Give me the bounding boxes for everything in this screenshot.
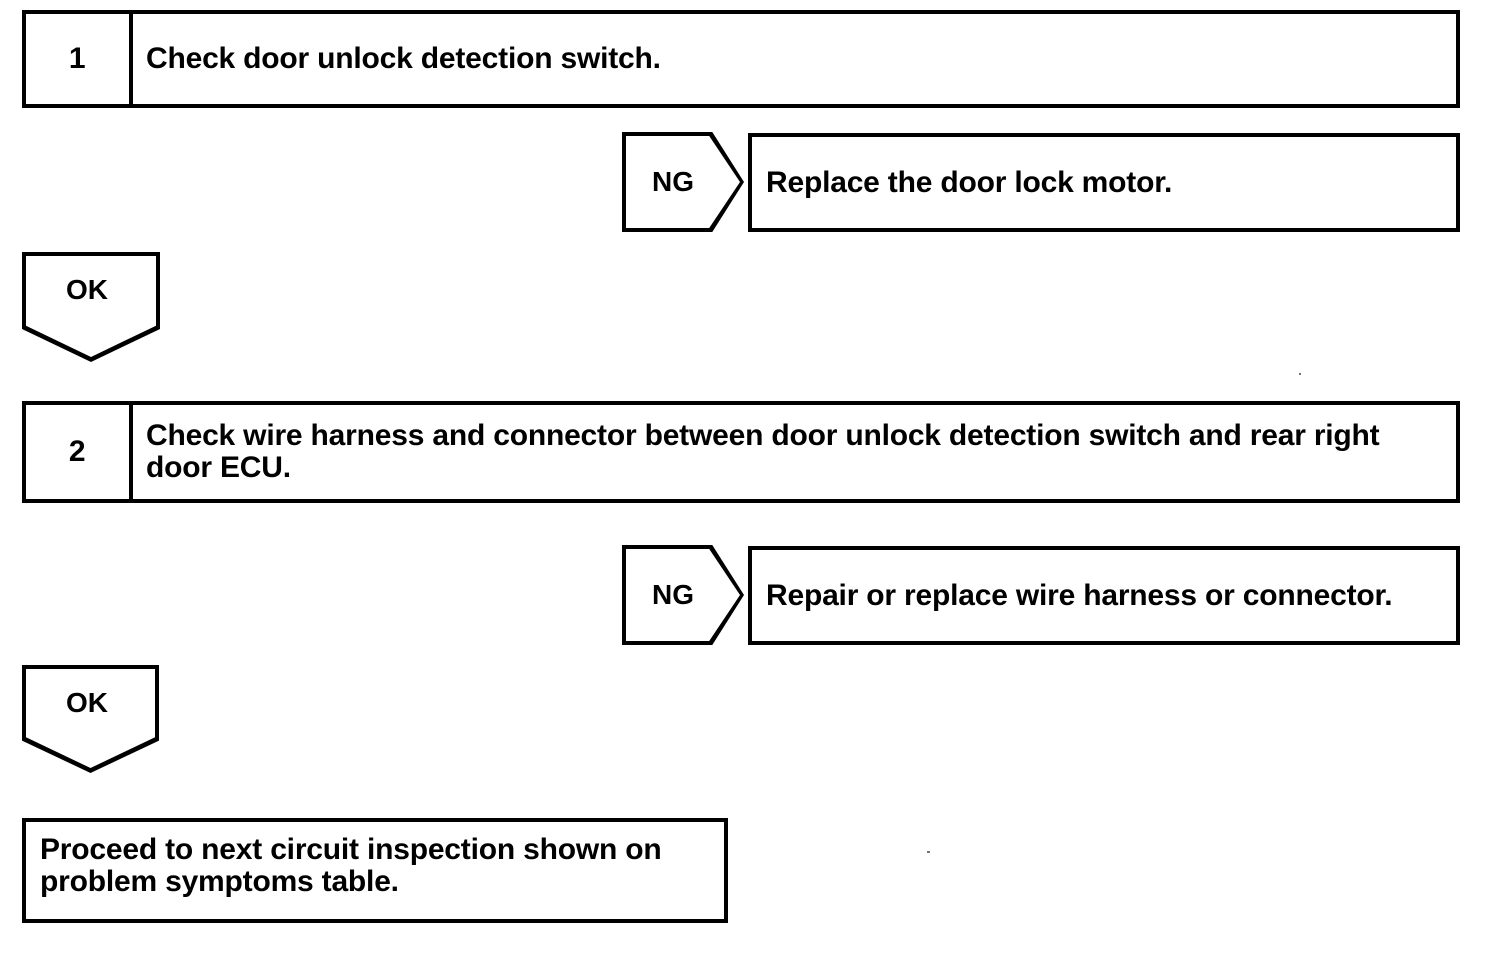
step-number-1: 1 bbox=[26, 14, 133, 104]
step-text-1: Check door unlock detection switch. bbox=[146, 42, 661, 76]
scan-speck bbox=[1299, 373, 1301, 375]
ok-arrow-2-inner: OK bbox=[26, 669, 155, 768]
ok-arrow-2: OK bbox=[22, 665, 159, 773]
step-text-2: Check wire harness and connector between… bbox=[146, 419, 1380, 484]
step-box-2: 2 Check wire harness and connector betwe… bbox=[22, 401, 1460, 503]
ok-arrow-1: OK bbox=[22, 252, 160, 362]
ng-arrow-2: NG bbox=[622, 545, 744, 645]
scan-speck bbox=[927, 851, 930, 853]
ng-arrow-2-inner: NG bbox=[626, 549, 740, 641]
ok-arrow-1-label: OK bbox=[66, 274, 108, 305]
ok-arrow-2-label: OK bbox=[66, 687, 108, 718]
ng-arrow-1: NG bbox=[622, 132, 744, 232]
ng-arrow-1-inner: NG bbox=[626, 136, 740, 228]
ng-arrow-2-label: NG bbox=[652, 579, 694, 610]
ng-result-box-2: Repair or replace wire harness or connec… bbox=[748, 546, 1460, 645]
final-result-box: Proceed to next circuit inspection shown… bbox=[22, 818, 728, 923]
step-number-2: 2 bbox=[26, 405, 133, 499]
step-box-1: 1 Check door unlock detection switch. bbox=[22, 10, 1460, 108]
ng-result-box-1: Replace the door lock motor. bbox=[748, 133, 1460, 232]
ng-arrow-1-label: NG bbox=[652, 166, 694, 197]
ok-arrow-1-inner: OK bbox=[26, 256, 156, 357]
